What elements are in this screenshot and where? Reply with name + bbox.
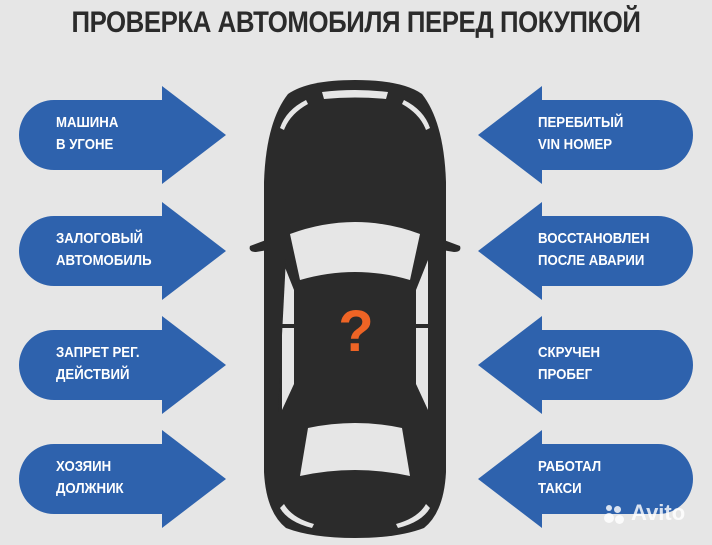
label-line-2: ДЕЙСТВИЙ bbox=[56, 366, 130, 383]
label-line-2: В УГОНЕ bbox=[56, 136, 114, 153]
arrow-restored-after-accident: ВОССТАНОВЛЕН ПОСЛЕ АВАРИИ bbox=[468, 202, 698, 300]
arrow-altered-vin: ПЕРЕБИТЫЙ VIN НОМЕР bbox=[468, 86, 698, 184]
label-line-2: ТАКСИ bbox=[538, 480, 582, 497]
label-line-1: ЗАПРЕТ РЕГ. bbox=[56, 344, 140, 361]
arrow-left-shape bbox=[478, 430, 693, 528]
arrow-label: ПЕРЕБИТЫЙ VIN НОМЕР bbox=[538, 112, 623, 156]
arrow-registration-ban: ЗАПРЕТ РЕГ. ДЕЙСТВИЙ bbox=[14, 316, 244, 414]
label-line-2: ПОСЛЕ АВАРИИ bbox=[538, 252, 645, 269]
arrow-label: ЗАЛОГОВЫЙ АВТОМОБИЛЬ bbox=[56, 228, 152, 272]
arrow-label: ХОЗЯИН ДОЛЖНИК bbox=[56, 456, 124, 500]
arrow-label: СКРУЧЕН ПРОБЕГ bbox=[538, 342, 600, 386]
arrow-left-shape bbox=[478, 202, 693, 300]
question-mark-icon: ? bbox=[338, 299, 374, 364]
arrow-right-shape bbox=[19, 86, 226, 184]
label-line-2: ДОЛЖНИК bbox=[56, 480, 124, 497]
label-line-2: VIN НОМЕР bbox=[538, 136, 613, 153]
page-title: ПРОВЕРКА АВТОМОБИЛЯ ПЕРЕД ПОКУПКОЙ bbox=[71, 6, 641, 39]
arrow-label: РАБОТАЛ ТАКСИ bbox=[538, 456, 601, 500]
arrow-right-shape bbox=[19, 202, 226, 300]
label-line-1: ПЕРЕБИТЫЙ bbox=[538, 114, 624, 131]
label-line-1: ЗАЛОГОВЫЙ bbox=[56, 230, 144, 247]
arrow-right-shape bbox=[19, 316, 226, 414]
arrow-pledged-car: ЗАЛОГОВЫЙ АВТОМОБИЛЬ bbox=[14, 202, 244, 300]
label-line-1: СКРУЧЕН bbox=[538, 344, 601, 361]
avito-dots-icon bbox=[604, 502, 628, 524]
arrow-left-shape bbox=[478, 316, 693, 414]
arrow-used-as-taxi: РАБОТАЛ ТАКСИ bbox=[468, 430, 698, 528]
label-line-1: МАШИНА bbox=[56, 114, 119, 131]
label-line-2: ПРОБЕГ bbox=[538, 366, 593, 383]
arrow-rolled-back-mileage: СКРУЧЕН ПРОБЕГ bbox=[468, 316, 698, 414]
arrow-label: МАШИНА В УГОНЕ bbox=[56, 112, 118, 156]
arrow-owner-debtor: ХОЗЯИН ДОЛЖНИК bbox=[14, 430, 244, 528]
label-line-1: РАБОТАЛ bbox=[538, 458, 602, 475]
car-top-view-icon: ? bbox=[248, 72, 462, 545]
arrow-left-shape bbox=[478, 86, 693, 184]
avito-watermark: Avito bbox=[604, 500, 685, 526]
arrow-right-shape bbox=[19, 430, 226, 528]
avito-text: Avito bbox=[631, 500, 686, 525]
label-line-2: АВТОМОБИЛЬ bbox=[56, 252, 152, 269]
label-line-1: ВОССТАНОВЛЕН bbox=[538, 230, 650, 247]
arrow-stolen-car: МАШИНА В УГОНЕ bbox=[14, 86, 244, 184]
label-line-1: ХОЗЯИН bbox=[56, 458, 112, 475]
arrow-label: ЗАПРЕТ РЕГ. ДЕЙСТВИЙ bbox=[56, 342, 140, 386]
arrow-label: ВОССТАНОВЛЕН ПОСЛЕ АВАРИИ bbox=[538, 228, 650, 272]
